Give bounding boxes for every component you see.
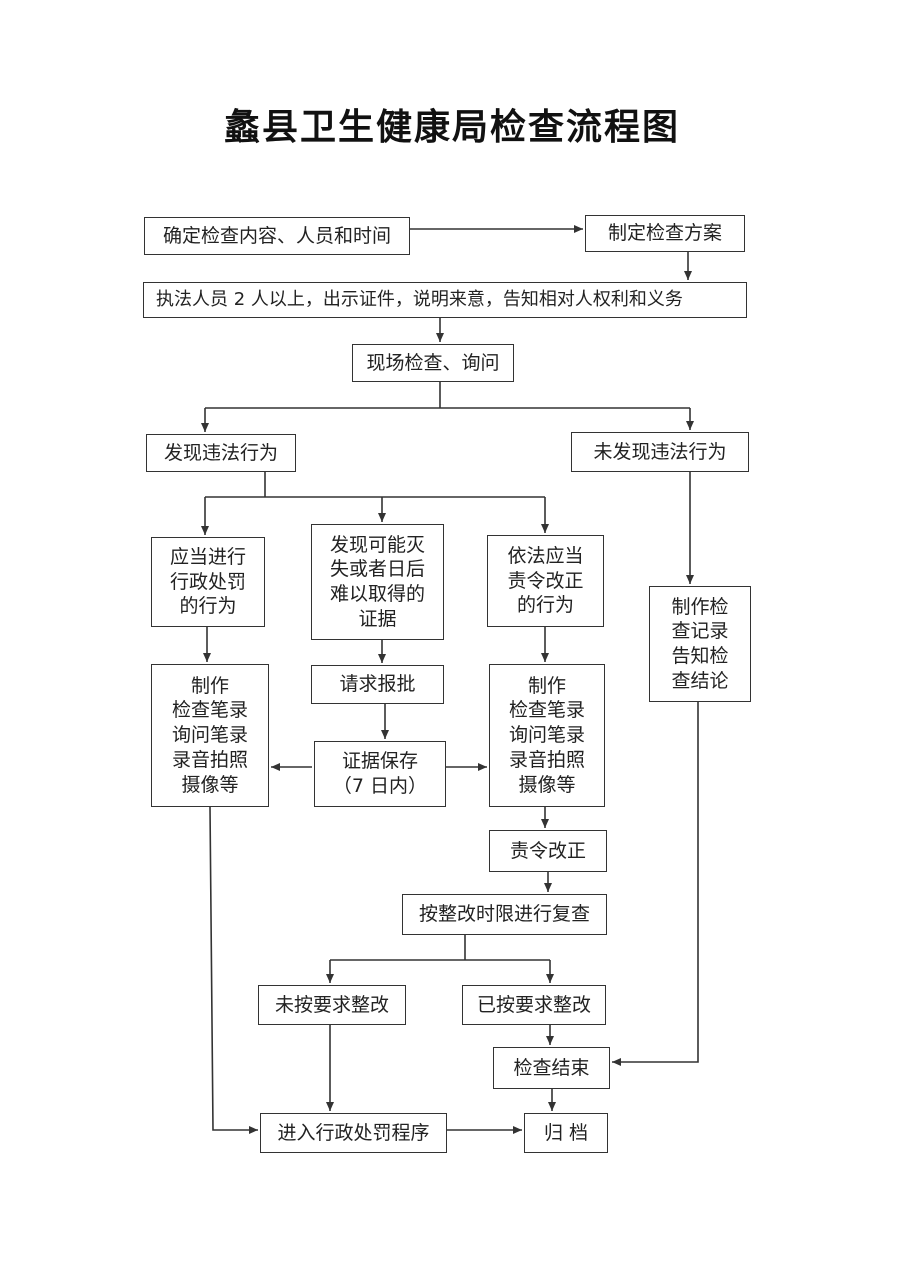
node-request-approval: 请求报批 [311,665,444,704]
node-not-rectified: 未按要求整改 [258,985,406,1025]
node-records-left: 制作 检查笔录 询问笔录 录音拍照 摄像等 [151,664,269,807]
connector-n5-split [205,472,545,498]
node-inspection-end: 检查结束 [493,1047,610,1089]
node-confirm-scope: 确定检查内容、人员和时间 [144,217,410,255]
node-make-plan: 制定检查方案 [585,215,745,252]
node-rectified: 已按要求整改 [462,985,606,1025]
node-no-violation-found: 未发现违法行为 [571,432,749,472]
page-title: 蠡县卫生健康局检查流程图 [223,107,680,148]
node-onsite-inspection: 现场检查、询问 [352,344,514,382]
node-penalty-procedure: 进入行政处罚程序 [260,1113,447,1153]
node-penalty-behavior: 应当进行 行政处罚 的行为 [151,537,265,627]
connector-n10-n19 [612,702,699,1066]
node-order-correction: 责令改正 [489,830,607,872]
connector-n4-split [205,382,690,409]
connector-n11-n20 [209,806,258,1134]
node-correction-behavior: 依法应当 责令改正 的行为 [487,535,604,627]
node-show-credentials: 执法人员 2 人以上，出示证件，说明来意，告知相对人权利和义务 [143,282,747,318]
node-evidence-may-be-lost: 发现可能灭 失或者日后 难以取得的 证据 [311,524,444,640]
node-archive: 归 档 [524,1113,608,1153]
node-recheck: 按整改时限进行复查 [402,894,607,935]
node-records-right: 制作 检查笔录 询问笔录 录音拍照 摄像等 [489,664,605,807]
node-violation-found: 发现违法行为 [146,434,296,472]
node-record-conclusion: 制作检 查记录 告知检 查结论 [649,586,751,702]
connector-n16-split [330,935,550,961]
node-evidence-preservation: 证据保存 （7 日内） [314,741,446,807]
